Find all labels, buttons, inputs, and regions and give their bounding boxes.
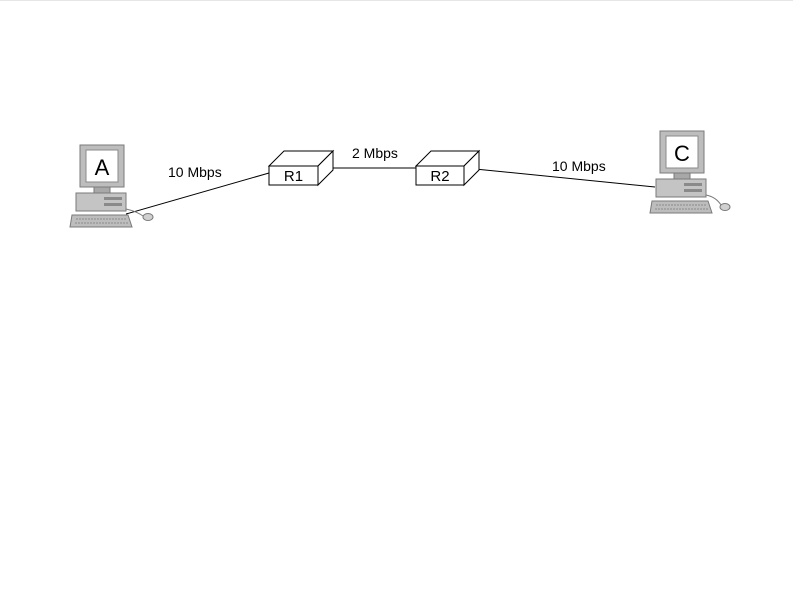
- router-r1-label: R1: [284, 168, 303, 185]
- link-r2-c: 10 Mbps: [464, 158, 656, 188]
- host-c-case: [655, 178, 707, 198]
- host-a-drive-2: [104, 203, 122, 206]
- link-r2-c-label: 10 Mbps: [552, 158, 606, 174]
- link-r1-r2: 2 Mbps: [318, 145, 416, 169]
- host-c-label: C: [674, 141, 690, 166]
- host-c-mouse: [719, 203, 731, 211]
- link-a-r1-label: 10 Mbps: [168, 164, 222, 180]
- host-a-case: [75, 192, 127, 212]
- router-r1-front: [268, 165, 319, 186]
- link-r1-r2-label: 2 Mbps: [352, 145, 398, 161]
- router-r2-front: [415, 165, 465, 186]
- link-r2-c-line: [464, 167, 656, 188]
- link-a-r1: 10 Mbps: [125, 164, 270, 215]
- host-a-mouse-cord: [125, 208, 144, 217]
- host-c: C: [649, 130, 731, 214]
- host-c-drive-2: [684, 189, 702, 192]
- host-c-neck: [673, 172, 691, 180]
- router-r1: R1: [267, 149, 335, 187]
- host-a-keyboard: [69, 214, 133, 228]
- host-c-drive: [684, 183, 702, 186]
- link-a-r1-line: [125, 172, 270, 215]
- router-r2: R2: [414, 149, 481, 187]
- host-a-neck: [93, 186, 111, 194]
- host-a-screen: [85, 149, 119, 183]
- host-a-drive: [104, 197, 122, 200]
- router-r2-label: R2: [430, 168, 449, 185]
- host-a-label: A: [95, 155, 110, 180]
- host-a-mouse: [142, 213, 154, 221]
- host-a: A: [69, 144, 154, 228]
- host-c-keyboard: [649, 200, 713, 214]
- host-c-mouse-cord: [705, 194, 722, 206]
- host-c-screen: [665, 135, 699, 169]
